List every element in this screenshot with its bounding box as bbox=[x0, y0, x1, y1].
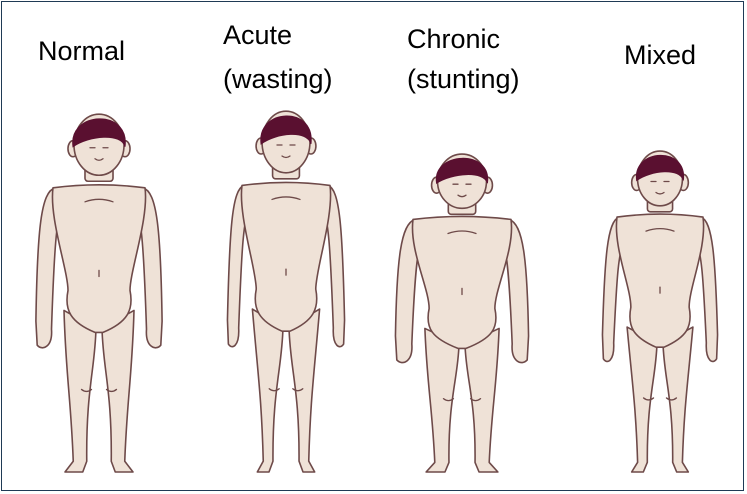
figure-acute bbox=[227, 111, 344, 472]
figure-mixed bbox=[602, 151, 717, 472]
figure-chronic bbox=[395, 154, 528, 472]
figure-normal bbox=[36, 114, 162, 472]
